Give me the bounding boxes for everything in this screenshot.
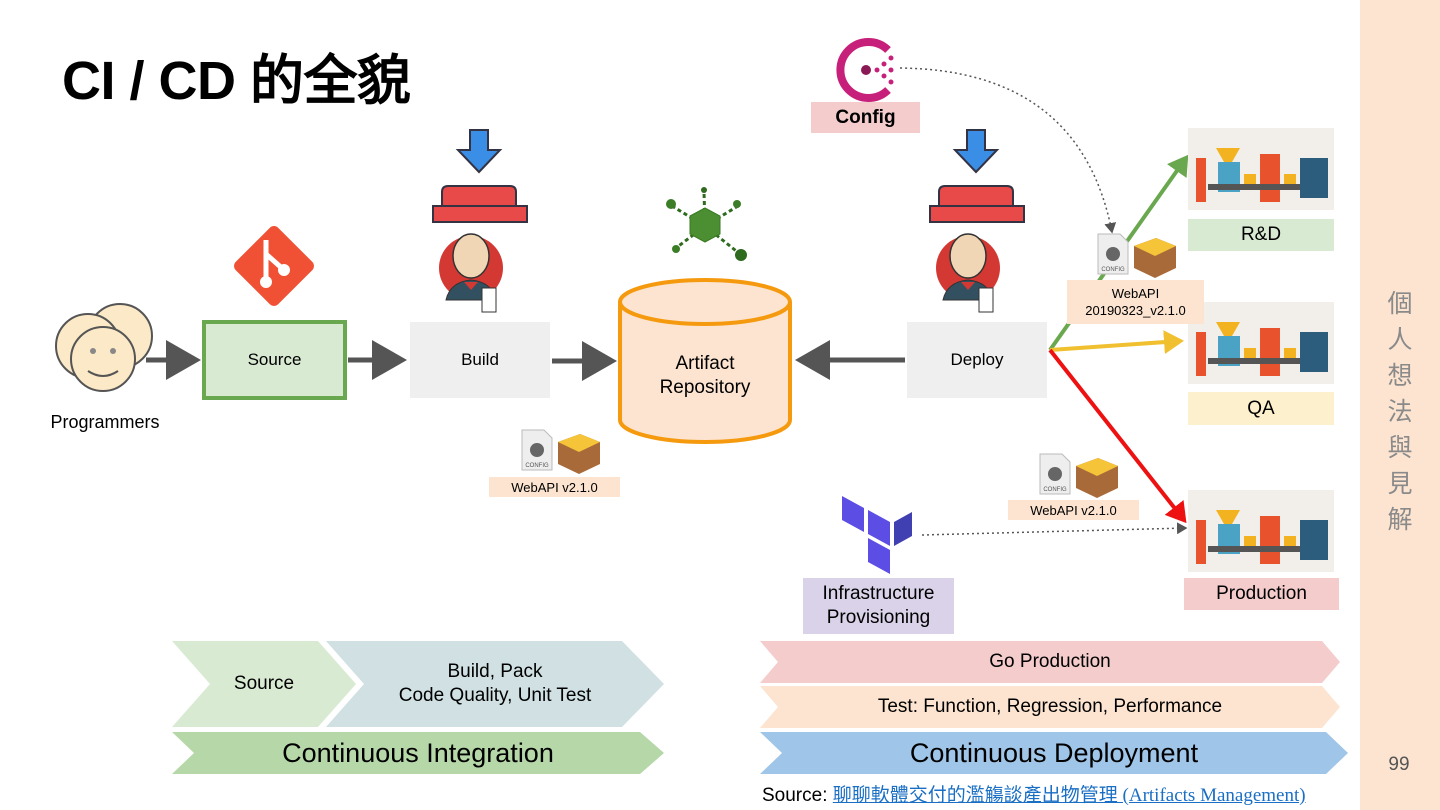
svg-text:CONFIG: CONFIG xyxy=(1101,267,1125,273)
page-title: CI / CD 的全貌 xyxy=(62,51,411,111)
infrastructure-provisioning-label: Infrastructure Provisioning xyxy=(803,578,954,634)
env-label-qa[interactable]: QA xyxy=(1188,392,1334,425)
infra-label-line1: Infrastructure xyxy=(822,583,935,604)
cd-stage-prod-chevron xyxy=(760,641,1340,683)
package-icon-production: CONFIG xyxy=(1039,453,1118,498)
deploy-node-label: Deploy xyxy=(950,350,1004,369)
build-node-label: Build xyxy=(461,350,499,369)
env-label-rnd[interactable]: R&D xyxy=(1188,219,1334,251)
source-prefix: Source: xyxy=(762,785,828,806)
package-icon-build: CONFIG xyxy=(521,429,600,474)
ci-stage-build-line2: Code Quality, Unit Test xyxy=(398,685,592,706)
cd-stage-test-label: Test: Function, Regression, Performance xyxy=(877,696,1223,717)
svg-text:CONFIG: CONFIG xyxy=(525,463,549,469)
programmers-icon xyxy=(55,303,153,392)
git-icon xyxy=(234,226,314,306)
infra-provision-arrow xyxy=(921,522,1188,536)
side-panel xyxy=(1360,0,1440,810)
ci-band-label: Continuous Integration xyxy=(282,737,554,768)
page-number: 99 xyxy=(1388,754,1410,775)
ci-stage-build-chevron xyxy=(326,641,664,727)
factory-illustration-production xyxy=(1188,490,1334,572)
deploy-node-box xyxy=(907,322,1047,398)
deploy-artifact-label-line2: 20190323_v2.1.0 xyxy=(1085,303,1186,318)
side-note: 個人想法與見解 xyxy=(1387,289,1413,534)
deploy-node[interactable]: Deploy xyxy=(907,322,1047,398)
config-icon xyxy=(836,38,894,102)
svg-text:CONFIG: CONFIG xyxy=(1043,487,1067,493)
jenkins-icon-deploy xyxy=(936,233,1000,313)
build-node-box xyxy=(410,322,550,398)
config-label: Config xyxy=(811,102,920,133)
ci-stage-source-chevron xyxy=(172,641,356,727)
artifact-repository-cylinder xyxy=(618,278,792,444)
ci-stage-source-label: Source xyxy=(233,673,295,694)
cd-band-chevron xyxy=(760,732,1348,774)
ci-stage-build-line1: Build, Pack xyxy=(447,661,543,682)
build-trigger-icon xyxy=(432,129,528,223)
source-node[interactable]: Source xyxy=(206,324,343,396)
terraform-icon xyxy=(842,496,912,574)
artifact-repository-node[interactable]: Artifact Repository xyxy=(620,340,790,412)
artifact-repository-label-line1: Artifact xyxy=(675,353,735,374)
cd-stage-test-chevron xyxy=(760,686,1340,728)
deploy-artifact-label: WebAPI 20190323_v2.1.0 xyxy=(1067,280,1204,324)
artifact-repository-label-line2: Repository xyxy=(659,377,751,398)
build-node[interactable]: Build xyxy=(410,322,550,398)
production-artifact-label: WebAPI v2.1.0 xyxy=(1008,500,1139,520)
config-label-text: Config xyxy=(835,106,896,128)
arrow-deploy-to-qa xyxy=(1049,330,1184,355)
build-artifact-label: WebAPI v2.1.0 xyxy=(489,477,620,497)
source-link[interactable]: 聊聊軟體交付的濫觴談產出物管理 (Artifacts Management) xyxy=(832,785,1306,806)
artifact-network-icon xyxy=(666,187,747,261)
deploy-artifact-label-line1: WebAPI xyxy=(1111,286,1160,301)
source-node-label: Source xyxy=(247,350,302,369)
config-injection-arrow xyxy=(899,67,1117,234)
source-node-box xyxy=(202,320,347,400)
jenkins-icon-build xyxy=(439,233,503,313)
factory-illustration-rnd xyxy=(1188,128,1334,210)
infra-label-line2: Provisioning xyxy=(826,607,931,628)
arrow-deploy-to-production xyxy=(1048,348,1187,524)
cd-band-label: Continuous Deployment xyxy=(909,737,1199,768)
source-citation: Source: 聊聊軟體交付的濫觴談產出物管理 (Artifacts Manag… xyxy=(762,780,1306,807)
deploy-trigger-icon xyxy=(929,129,1025,223)
factory-illustration-qa xyxy=(1188,302,1334,384)
package-icon-deploy: CONFIG xyxy=(1097,233,1176,278)
ci-stage-build-label: Build, Pack Code Quality, Unit Test xyxy=(360,641,630,727)
programmers-label: Programmers xyxy=(50,412,160,432)
cd-stage-prod-label: Go Production xyxy=(989,651,1111,672)
ci-band-chevron xyxy=(172,732,664,774)
env-label-production[interactable]: Production xyxy=(1184,578,1339,610)
